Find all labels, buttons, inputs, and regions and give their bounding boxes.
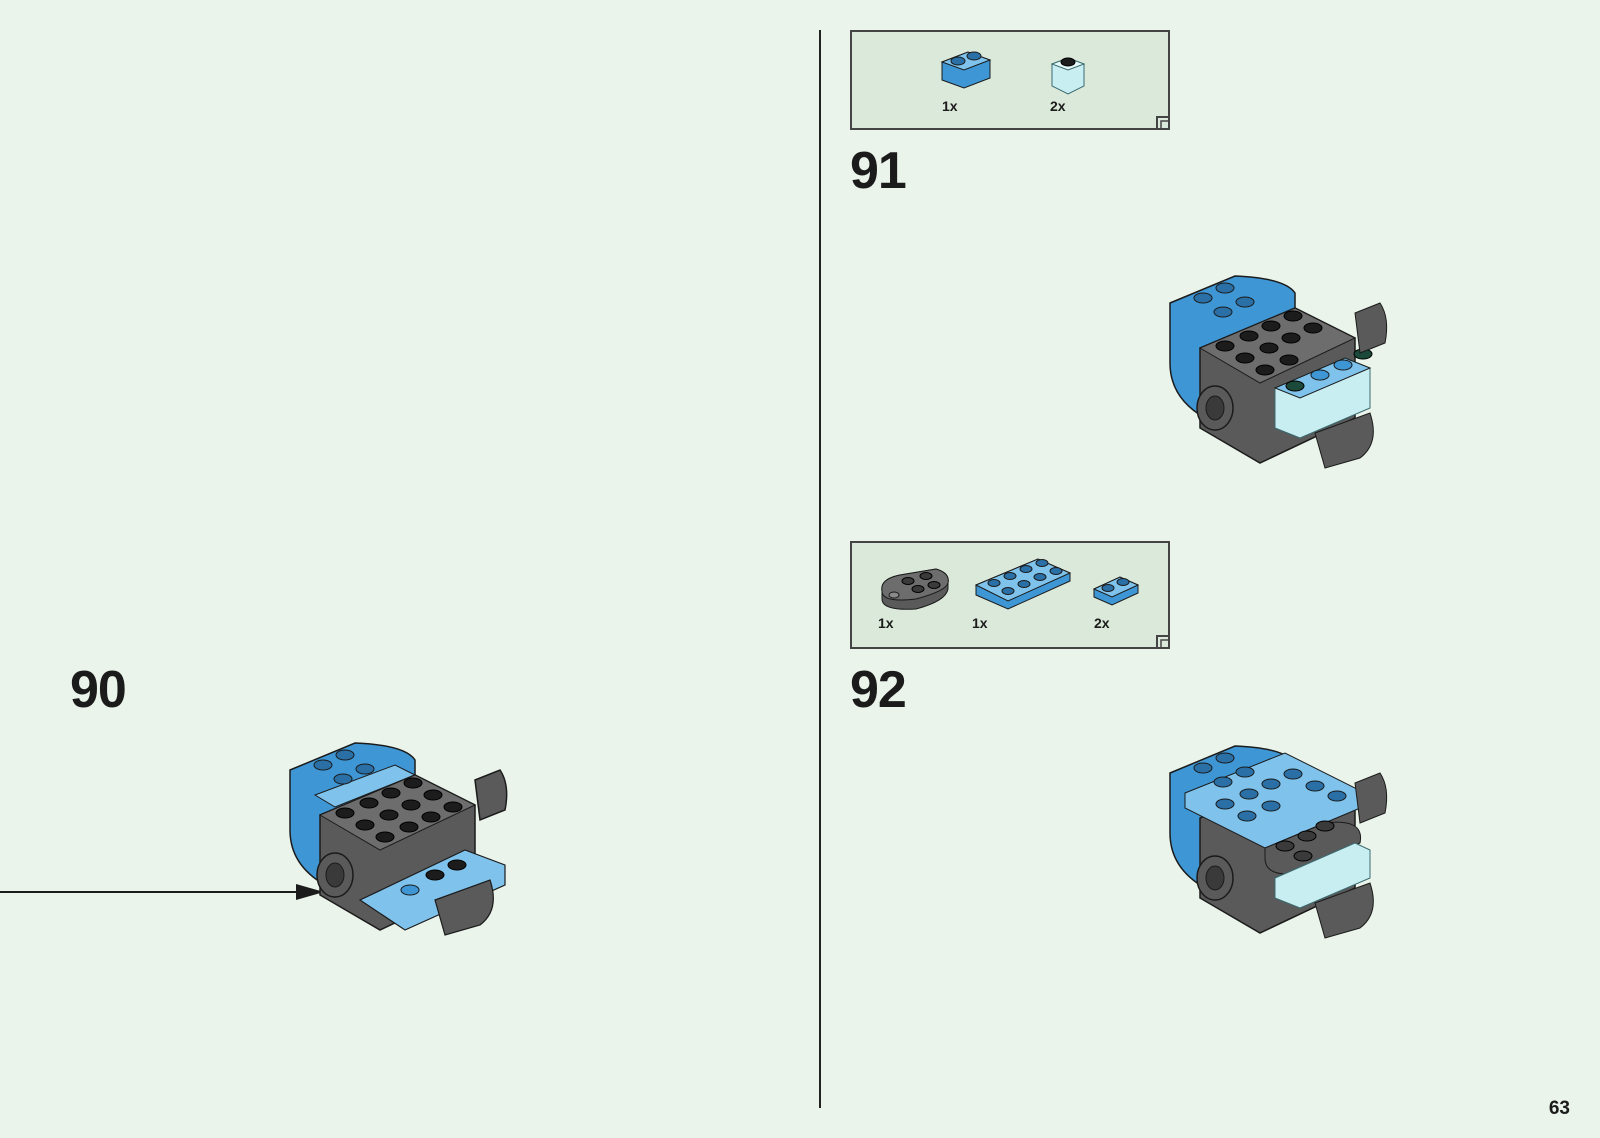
- brick-1x1-trans-icon: [1048, 52, 1088, 98]
- placement-arrow: [0, 882, 330, 902]
- part-quantity: 1x: [942, 98, 958, 114]
- corner-mark-icon: [1156, 116, 1170, 130]
- part-quantity: 1x: [972, 615, 988, 631]
- assembly-model-step-92: [1165, 738, 1405, 958]
- part-quantity: 1x: [878, 615, 894, 631]
- assembly-model-step-91: [1165, 268, 1405, 488]
- brick-1x2-azure-icon: [938, 44, 994, 90]
- parts-callout-step-92: 1x 1x 2x: [850, 541, 1170, 649]
- step-number-90: 90: [70, 664, 126, 716]
- step-number-91: 91: [850, 145, 906, 197]
- page-number: 63: [1549, 1098, 1570, 1120]
- parts-callout-step-91: 1x 2x: [850, 30, 1170, 130]
- plate-round-end-gray-icon: [876, 565, 952, 615]
- plate-2x4-azure-icon: [972, 555, 1074, 619]
- plate-1x2-azure-icon: [1090, 571, 1142, 609]
- step-number-92: 92: [850, 664, 906, 716]
- corner-mark-icon: [1156, 635, 1170, 649]
- assembly-model-step-90: [285, 735, 525, 955]
- page-divider: [819, 30, 821, 1108]
- part-quantity: 2x: [1050, 98, 1066, 114]
- part-quantity: 2x: [1094, 615, 1110, 631]
